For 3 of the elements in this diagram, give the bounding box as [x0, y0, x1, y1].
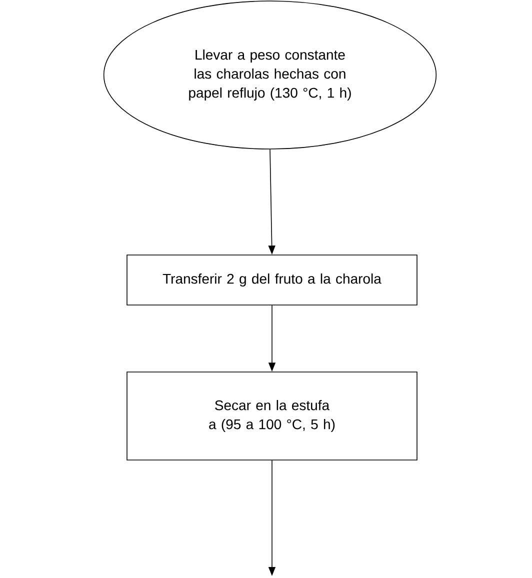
process-box: Transferir 2 g del fruto a la charola [126, 254, 418, 306]
process-box: Secar en la estufa a (95 a 100 °C, 5 h) [126, 372, 418, 460]
ellipse-node: Llevar a peso constante las charolas hechas con papel reflujo (130 °C, 1 h) [103, 0, 437, 150]
